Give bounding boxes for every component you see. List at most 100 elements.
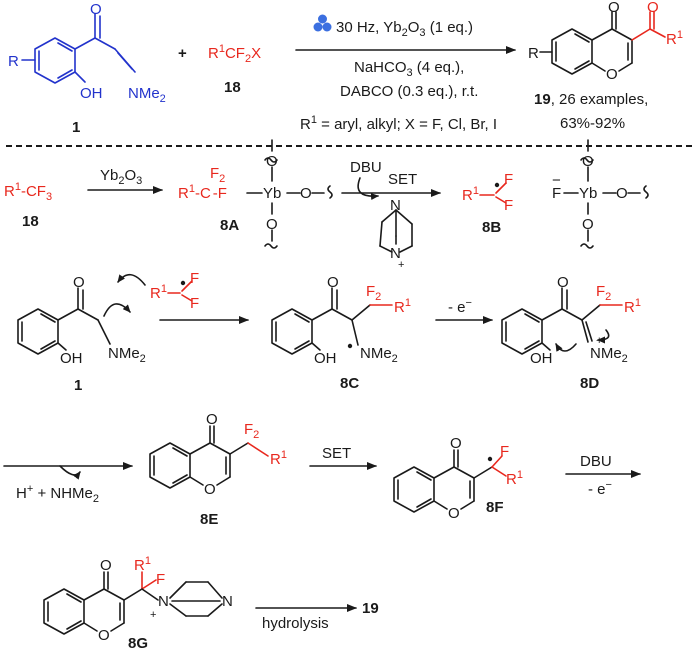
8B-f-bottom: F	[504, 197, 513, 214]
product-19-structure	[539, 11, 666, 75]
product-19-examples: , 26 examples,	[551, 91, 649, 108]
svg-text:F2: F2	[596, 283, 611, 303]
svg-text:19, 26 examples,: 19, 26 examples,	[534, 91, 648, 108]
mech-1-oh: OH	[60, 350, 83, 367]
reagent-18-cf2: CF	[225, 45, 245, 62]
8G-f: F	[156, 571, 165, 588]
svg-text:R1: R1	[150, 283, 167, 302]
8G-ring-o: O	[98, 627, 110, 644]
product-19-number: 19	[534, 91, 551, 108]
product-19-ring-o: O	[606, 66, 618, 83]
8C-r1: R	[394, 299, 405, 316]
compound-1-structure	[21, 13, 136, 84]
8G-ketone-o: O	[100, 557, 112, 574]
8D-structure	[501, 287, 623, 355]
8B-number: 8B	[482, 219, 501, 236]
8A-o-right: O	[300, 185, 312, 202]
mech-1-number: 1	[74, 377, 82, 394]
mech-18-r1: R	[4, 183, 15, 200]
mech-1-nme: NMe	[108, 345, 140, 362]
svg-text:R1: R1	[134, 555, 151, 574]
minus-e-label-2: - e	[588, 481, 606, 498]
yb-species-lattice	[580, 139, 649, 249]
8C-number: 8C	[340, 375, 359, 392]
product-19-r1: R	[666, 31, 677, 48]
8G-number: 8G	[128, 635, 148, 652]
svg-text:F2: F2	[244, 421, 259, 441]
compound-1-carbonyl-o: O	[90, 1, 102, 18]
8A-r1: R	[178, 185, 189, 202]
product-19-r: R	[528, 45, 539, 62]
8A-number: 8A	[220, 217, 239, 234]
mech-radical-f-top: F	[190, 270, 199, 287]
svg-text:R1: R1	[462, 185, 479, 204]
8E-structure	[149, 425, 269, 489]
8C-o: O	[327, 274, 339, 291]
yb-species-f: F	[552, 185, 561, 202]
dabco-plus: +	[398, 259, 404, 271]
conditions-line2: NaHCO	[354, 59, 407, 76]
svg-text:R1: R1	[270, 449, 287, 468]
8E-ring-o: O	[204, 481, 216, 498]
svg-text:30 Hz, Yb2O3 (1 eq.): 30 Hz, Yb2O3 (1 eq.)	[336, 19, 473, 39]
mech-radical-r1: R	[150, 285, 161, 302]
8B-radical-bonds	[479, 182, 507, 204]
ball-mill-icon	[313, 14, 332, 32]
reagent-18-sub: 2	[245, 53, 251, 65]
plus-sign: +	[178, 45, 187, 62]
product-19-ketone-o: O	[608, 0, 620, 16]
svg-text:R1: R1	[666, 29, 683, 48]
8D-oh: OH	[530, 350, 553, 367]
8C-f2: F	[366, 283, 375, 300]
svg-text:NMe2: NMe2	[360, 345, 398, 365]
8B-f-top: F	[504, 171, 513, 188]
8D-nme: NMe	[590, 345, 622, 362]
product-19-acyl-o: O	[647, 0, 659, 16]
svg-text:- e−: - e−	[588, 479, 612, 498]
yb-species-o-bottom: O	[582, 216, 594, 233]
hydrolysis-label: hydrolysis	[262, 615, 329, 632]
8G-n-right: N	[222, 593, 233, 610]
conditions-line3: DABCO (0.3 eq.), r.t.	[340, 83, 478, 100]
8B-r1: R	[462, 187, 473, 204]
svg-text:R1: R1	[624, 297, 641, 316]
loss-curved-arrow	[59, 465, 81, 480]
svg-text:R1: R1	[506, 469, 523, 488]
8C-nme: NMe	[360, 345, 392, 362]
svg-text:F: F	[552, 185, 561, 202]
8D-number: 8D	[580, 375, 599, 392]
svg-text:OH: OH	[80, 85, 103, 102]
svg-text:H+ + NHMe2: H+ + NHMe2	[16, 483, 99, 505]
dbu-curved-arrow	[357, 177, 379, 201]
8A-yb: Yb	[263, 185, 281, 202]
8G-r1: R	[134, 557, 145, 574]
yb-species-yb: Yb	[579, 185, 597, 202]
byproduct-h: H	[16, 485, 27, 502]
dabco-n-top: N	[390, 197, 401, 214]
mech-compound-1	[17, 273, 146, 355]
product-19-yield: 63%-92%	[560, 115, 625, 132]
conditions-line1: 30 Hz, Yb	[336, 19, 402, 36]
dabco-cage	[379, 209, 413, 253]
8F-ketone-o: O	[450, 435, 462, 452]
mech-18-number: 18	[22, 213, 39, 230]
dbu-label-1: DBU	[350, 159, 382, 176]
svg-text:R1 = aryl, alkyl; X = F, Cl, B: R1 = aryl, alkyl; X = F, Cl, Br, I	[300, 114, 497, 133]
svg-text:R1CF2X: R1CF2X	[208, 43, 261, 65]
svg-text:F2: F2	[210, 165, 225, 185]
svg-text:R1-C-F: R1-C-F	[178, 183, 227, 202]
8D-r1: R	[624, 299, 635, 316]
svg-text:NMe2: NMe2	[590, 345, 628, 365]
8G-plus: +	[150, 609, 156, 621]
8E-number: 8E	[200, 511, 218, 528]
yb-species-minus: −	[552, 172, 561, 189]
reagent-18-sup: 1	[219, 43, 225, 55]
8A-f2: F	[210, 165, 219, 182]
8F-r1: R	[506, 471, 517, 488]
8E-r1: R	[270, 451, 281, 468]
minus-e-label-1: - e	[448, 299, 466, 316]
8D-plus: +	[596, 335, 602, 347]
8F-number: 8F	[486, 499, 504, 516]
compound-1-oh: OH	[80, 85, 103, 102]
yb2o3-label: Yb	[100, 167, 118, 184]
